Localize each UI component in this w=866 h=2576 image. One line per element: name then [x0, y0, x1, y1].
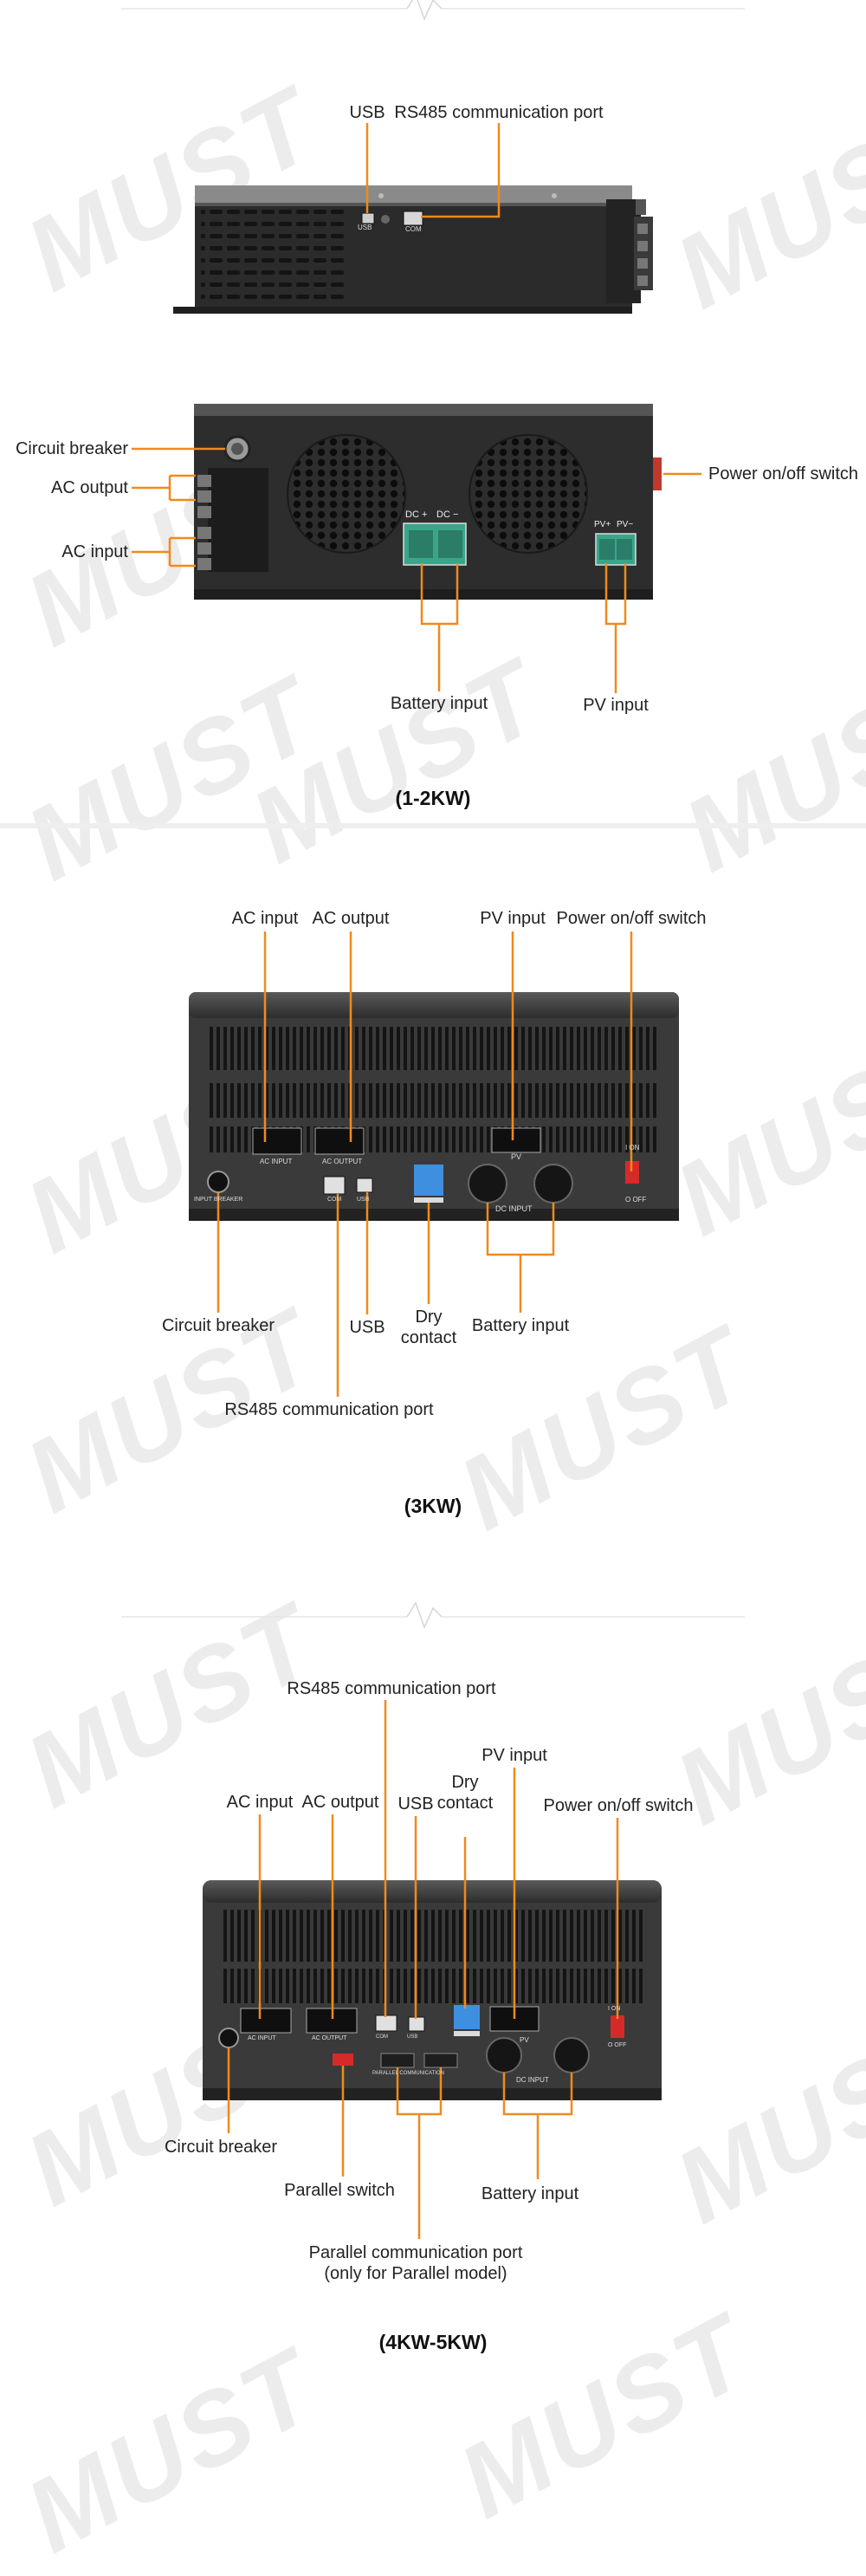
inverter-1-2kw-front-view: [194, 404, 662, 600]
label-rs485: RS485 communication port: [394, 103, 604, 122]
label-battery-input: Battery input: [481, 2184, 579, 2203]
usb-mark: USB: [407, 2034, 418, 2040]
label-ac-input: AC input: [231, 909, 299, 928]
label-circuit-breaker: Circuit breaker: [15, 439, 128, 458]
on-mark: I ON: [608, 2006, 621, 2012]
breaker-mark: INPUT BREAKER: [194, 1197, 243, 1203]
ac-input-mark: AC INPUT: [248, 2035, 276, 2041]
label-ac-input: AC input: [61, 542, 128, 561]
callout-lines-side: [365, 123, 501, 218]
label-power-switch: Power on/off switch: [543, 1796, 694, 1815]
heading-3kw: (3KW): [404, 1495, 462, 1517]
label-ac-input: AC input: [226, 1793, 294, 1812]
pv-mark: PV: [520, 2036, 529, 2044]
label-usb: USB: [349, 1318, 385, 1337]
com-mark: COM: [376, 2034, 388, 2040]
label-pv-input: PV input: [480, 909, 546, 928]
label-dry-contact: Dry contact: [400, 1307, 457, 1347]
pv-minus-mark: PV−: [617, 520, 634, 529]
lower-divider: [121, 1601, 745, 1629]
dc-minus-mark: DC −: [436, 509, 459, 520]
label-usb: USB: [397, 1794, 434, 1814]
top-divider: [121, 0, 745, 21]
inverter-3kw-front-view: [189, 992, 679, 1221]
label-battery-input: Battery input: [390, 694, 488, 713]
mid-divider: [0, 823, 866, 828]
heading-4-5kw: (4KW-5KW): [378, 2331, 488, 2353]
label-pv-input: PV input: [583, 696, 649, 715]
inverter-1-2kw-side-view: [173, 185, 653, 314]
label-circuit-breaker: Circuit breaker: [164, 2138, 278, 2157]
label-battery-input: Battery input: [471, 1316, 570, 1335]
label-ac-output: AC output: [301, 1793, 379, 1812]
label-circuit-breaker: Circuit breaker: [161, 1316, 275, 1335]
on-mark: I ON: [625, 1144, 640, 1152]
parallel-mark: PARALLEL COMMUNICATION: [372, 2071, 444, 2076]
label-dry-contact: Dry contact: [436, 1773, 494, 1813]
label-ac-output: AC output: [312, 909, 390, 928]
label-parallel-switch: Parallel switch: [284, 2181, 395, 2200]
heading-1-2kw: (1-2KW): [395, 787, 471, 809]
com-mark: COM: [327, 1197, 342, 1203]
dc-input-mark: DC INPUT: [516, 2076, 549, 2084]
pv-mark: PV: [511, 1152, 522, 1161]
label-parallel-port: Parallel communication port (only for Pa…: [308, 2243, 523, 2283]
label-ac-output: AC output: [51, 478, 128, 497]
ac-output-mark: AC OUTPUT: [322, 1158, 363, 1165]
label-pv-input: PV input: [481, 1746, 547, 1765]
off-mark: O OFF: [608, 2042, 627, 2048]
label-power-switch: Power on/off switch: [556, 909, 707, 928]
dc-input-mark: DC INPUT: [495, 1204, 533, 1213]
dc-plus-mark: DC +: [405, 509, 428, 520]
ac-input-mark: AC INPUT: [260, 1158, 293, 1165]
label-rs485: RS485 communication port: [224, 1400, 434, 1419]
com-mark: COM: [405, 225, 422, 233]
usb-mark: USB: [358, 224, 372, 231]
off-mark: O OFF: [625, 1196, 647, 1204]
inverter-4-5kw-front-view: [203, 1880, 662, 2100]
callout-lines-4-5kw: [227, 1700, 619, 2239]
callout-lines-front-1kw: [132, 447, 701, 693]
usb-mark: USB: [357, 1197, 370, 1203]
label-rs485: RS485 communication port: [287, 1679, 496, 1698]
label-power-switch: Power on/off switch: [708, 464, 859, 483]
ac-output-mark: AC OUTPUT: [312, 2035, 347, 2041]
callout-lines-3kw: [216, 931, 633, 1397]
pv-plus-mark: PV+: [594, 520, 611, 529]
label-usb: USB: [349, 103, 385, 122]
